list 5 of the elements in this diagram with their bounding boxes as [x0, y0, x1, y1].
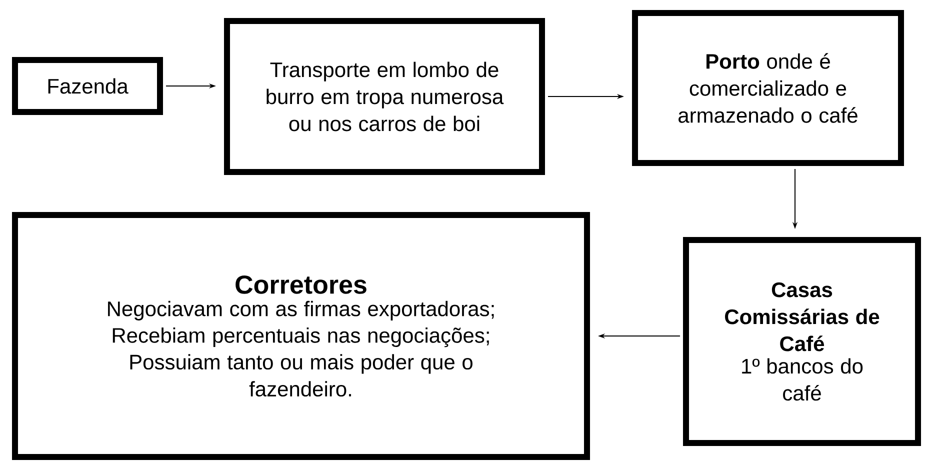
process-box: Porto onde é comercializado e armazenado o café	[632, 10, 904, 166]
process-box: Fazenda	[12, 57, 163, 115]
process-box: Corretores Negociavam com as firmas exportadoras; Recebiam percentuais nas negociações; Possuiam tanto ou mais poder que o fazendeiro.	[12, 212, 590, 460]
process-box: Casas Comissárias de Café 1º bancos do café	[683, 237, 921, 446]
process-box: Transporte em lombo de burro em tropa numerosa ou nos carros de boi	[224, 18, 545, 175]
